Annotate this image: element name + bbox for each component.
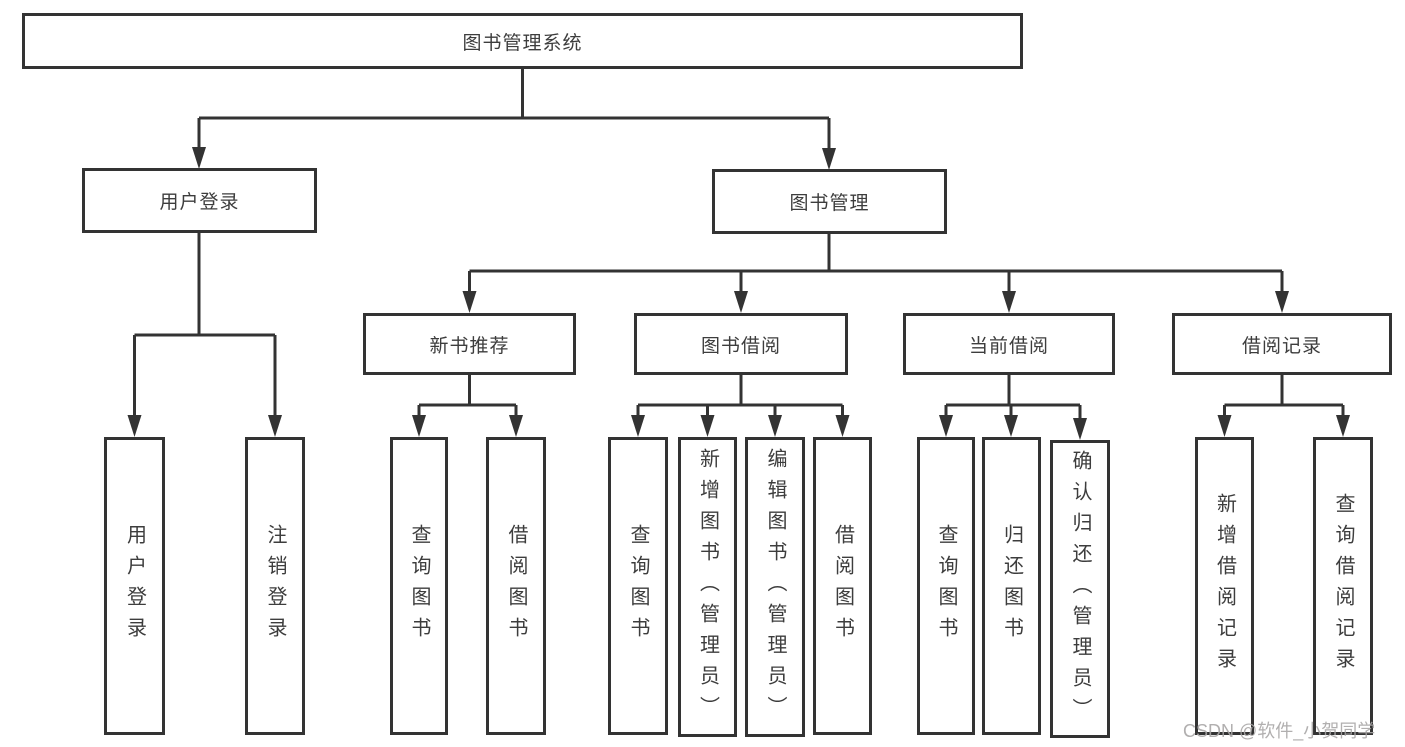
leaf-add-borrow-record: 新增借阅记录 — [1195, 437, 1254, 735]
node-user-login: 用户登录 — [82, 168, 317, 233]
connector-root-to-level2 — [192, 68, 836, 170]
node-new-book-recommend: 新书推荐 — [363, 313, 576, 375]
leaf-return-book: 归还图书 — [982, 437, 1041, 735]
connector-userlogin-to-leaves — [127, 233, 282, 437]
leaf-logout: 注销登录 — [245, 437, 305, 735]
connector-newbooks-to-leaves — [412, 375, 523, 437]
leaf-query-books-recommend: 查询图书 — [390, 437, 448, 735]
leaf-query-books-borrow: 查询图书 — [608, 437, 668, 735]
node-current-borrow: 当前借阅 — [903, 313, 1115, 375]
node-book-management: 图书管理 — [712, 169, 947, 234]
leaf-user-login: 用户登录 — [104, 437, 165, 735]
csdn-watermark: CSDN @软件_小贺同学 — [1183, 721, 1376, 741]
node-borrow-records: 借阅记录 — [1172, 313, 1392, 375]
leaf-borrow-books-recommend: 借阅图书 — [486, 437, 546, 735]
connector-currentborrow-to-leaves — [939, 375, 1087, 440]
leaf-edit-book-admin: 编辑图书（管理员） — [745, 437, 805, 737]
leaf-confirm-return-admin: 确认归还（管理员） — [1050, 440, 1110, 738]
leaf-query-books-current: 查询图书 — [917, 437, 975, 735]
connector-borrowrecords-to-leaves — [1217, 375, 1350, 437]
connector-bookmgmt-to-level3 — [462, 234, 1289, 313]
node-root: 图书管理系统 — [22, 13, 1023, 69]
leaf-borrow-books-borrow: 借阅图书 — [813, 437, 872, 735]
connector-bookborrow-to-leaves — [631, 375, 850, 437]
leaf-query-borrow-record: 查询借阅记录 — [1313, 437, 1373, 735]
node-book-borrow: 图书借阅 — [634, 313, 848, 375]
leaf-add-book-admin: 新增图书（管理员） — [678, 437, 737, 737]
